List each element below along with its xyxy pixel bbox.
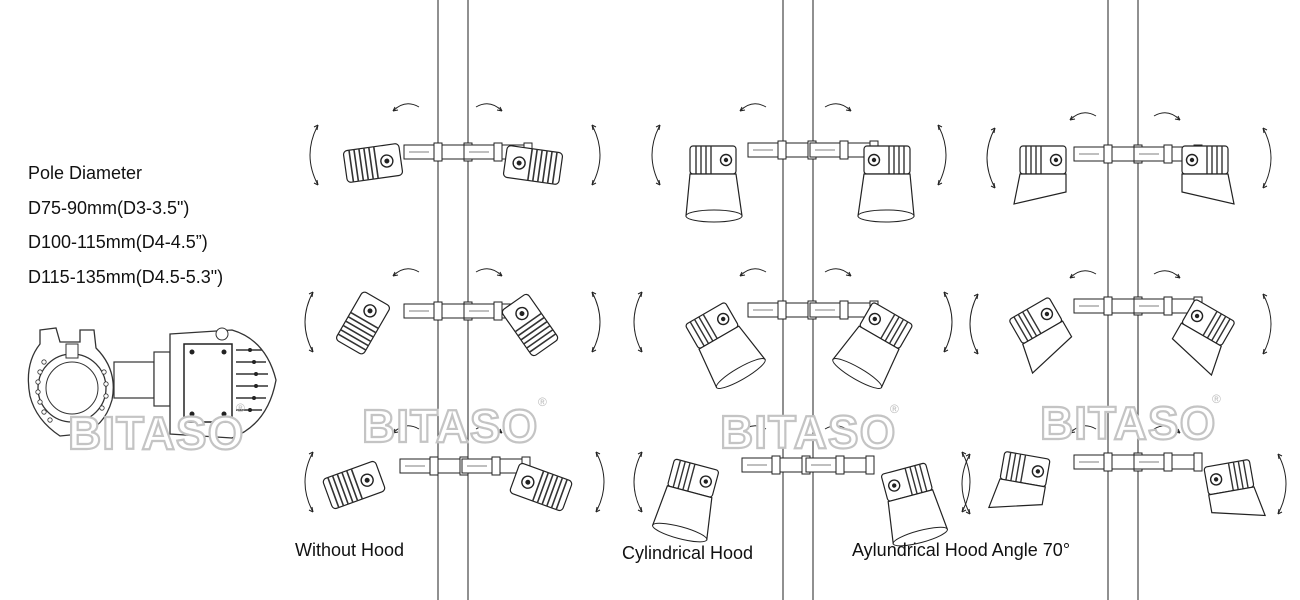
svg-text:BITASO: BITASO bbox=[362, 400, 538, 452]
caption-without-hood: Without Hood bbox=[295, 540, 405, 560]
group-cylindrical-hood bbox=[633, 103, 971, 551]
svg-text:®: ® bbox=[236, 401, 245, 415]
pole-diameter-title: Pole Diameter bbox=[28, 163, 143, 183]
caption-aylundrical-hood: Aylundrical Hood Angle 70° bbox=[852, 540, 1071, 560]
pole-diameter-line-2: D100-115mm(D4-4.5”) bbox=[28, 232, 208, 252]
svg-text:®: ® bbox=[538, 395, 547, 409]
svg-text:BITASO: BITASO bbox=[1040, 397, 1216, 449]
svg-text:BITASO: BITASO bbox=[720, 406, 896, 458]
pole-lines bbox=[437, 0, 1139, 600]
watermark-3: BITASO ® bbox=[719, 402, 899, 459]
bracket-top-view-illustration bbox=[27, 327, 277, 439]
svg-text:®: ® bbox=[890, 402, 899, 416]
watermark-2: BITASO ® bbox=[361, 395, 547, 453]
pole-diameter-line-1: D75-90mm(D3-3.5") bbox=[28, 197, 190, 218]
group-aylundrical-hood bbox=[961, 112, 1287, 526]
caption-cylindrical-hood: Cylindrical Hood bbox=[622, 543, 754, 563]
svg-text:BITASO: BITASO bbox=[68, 407, 244, 459]
pole-diameter-spec: Pole Diameter D75-90mm(D3-3.5") D100-115… bbox=[28, 156, 223, 294]
watermark-4: BITASO ® bbox=[1039, 392, 1221, 450]
watermark-1: BITASO ® bbox=[67, 401, 245, 460]
pole-diameter-line-3: D115-135mm(D4.5-5.3") bbox=[28, 266, 224, 287]
svg-text:®: ® bbox=[1212, 392, 1221, 406]
